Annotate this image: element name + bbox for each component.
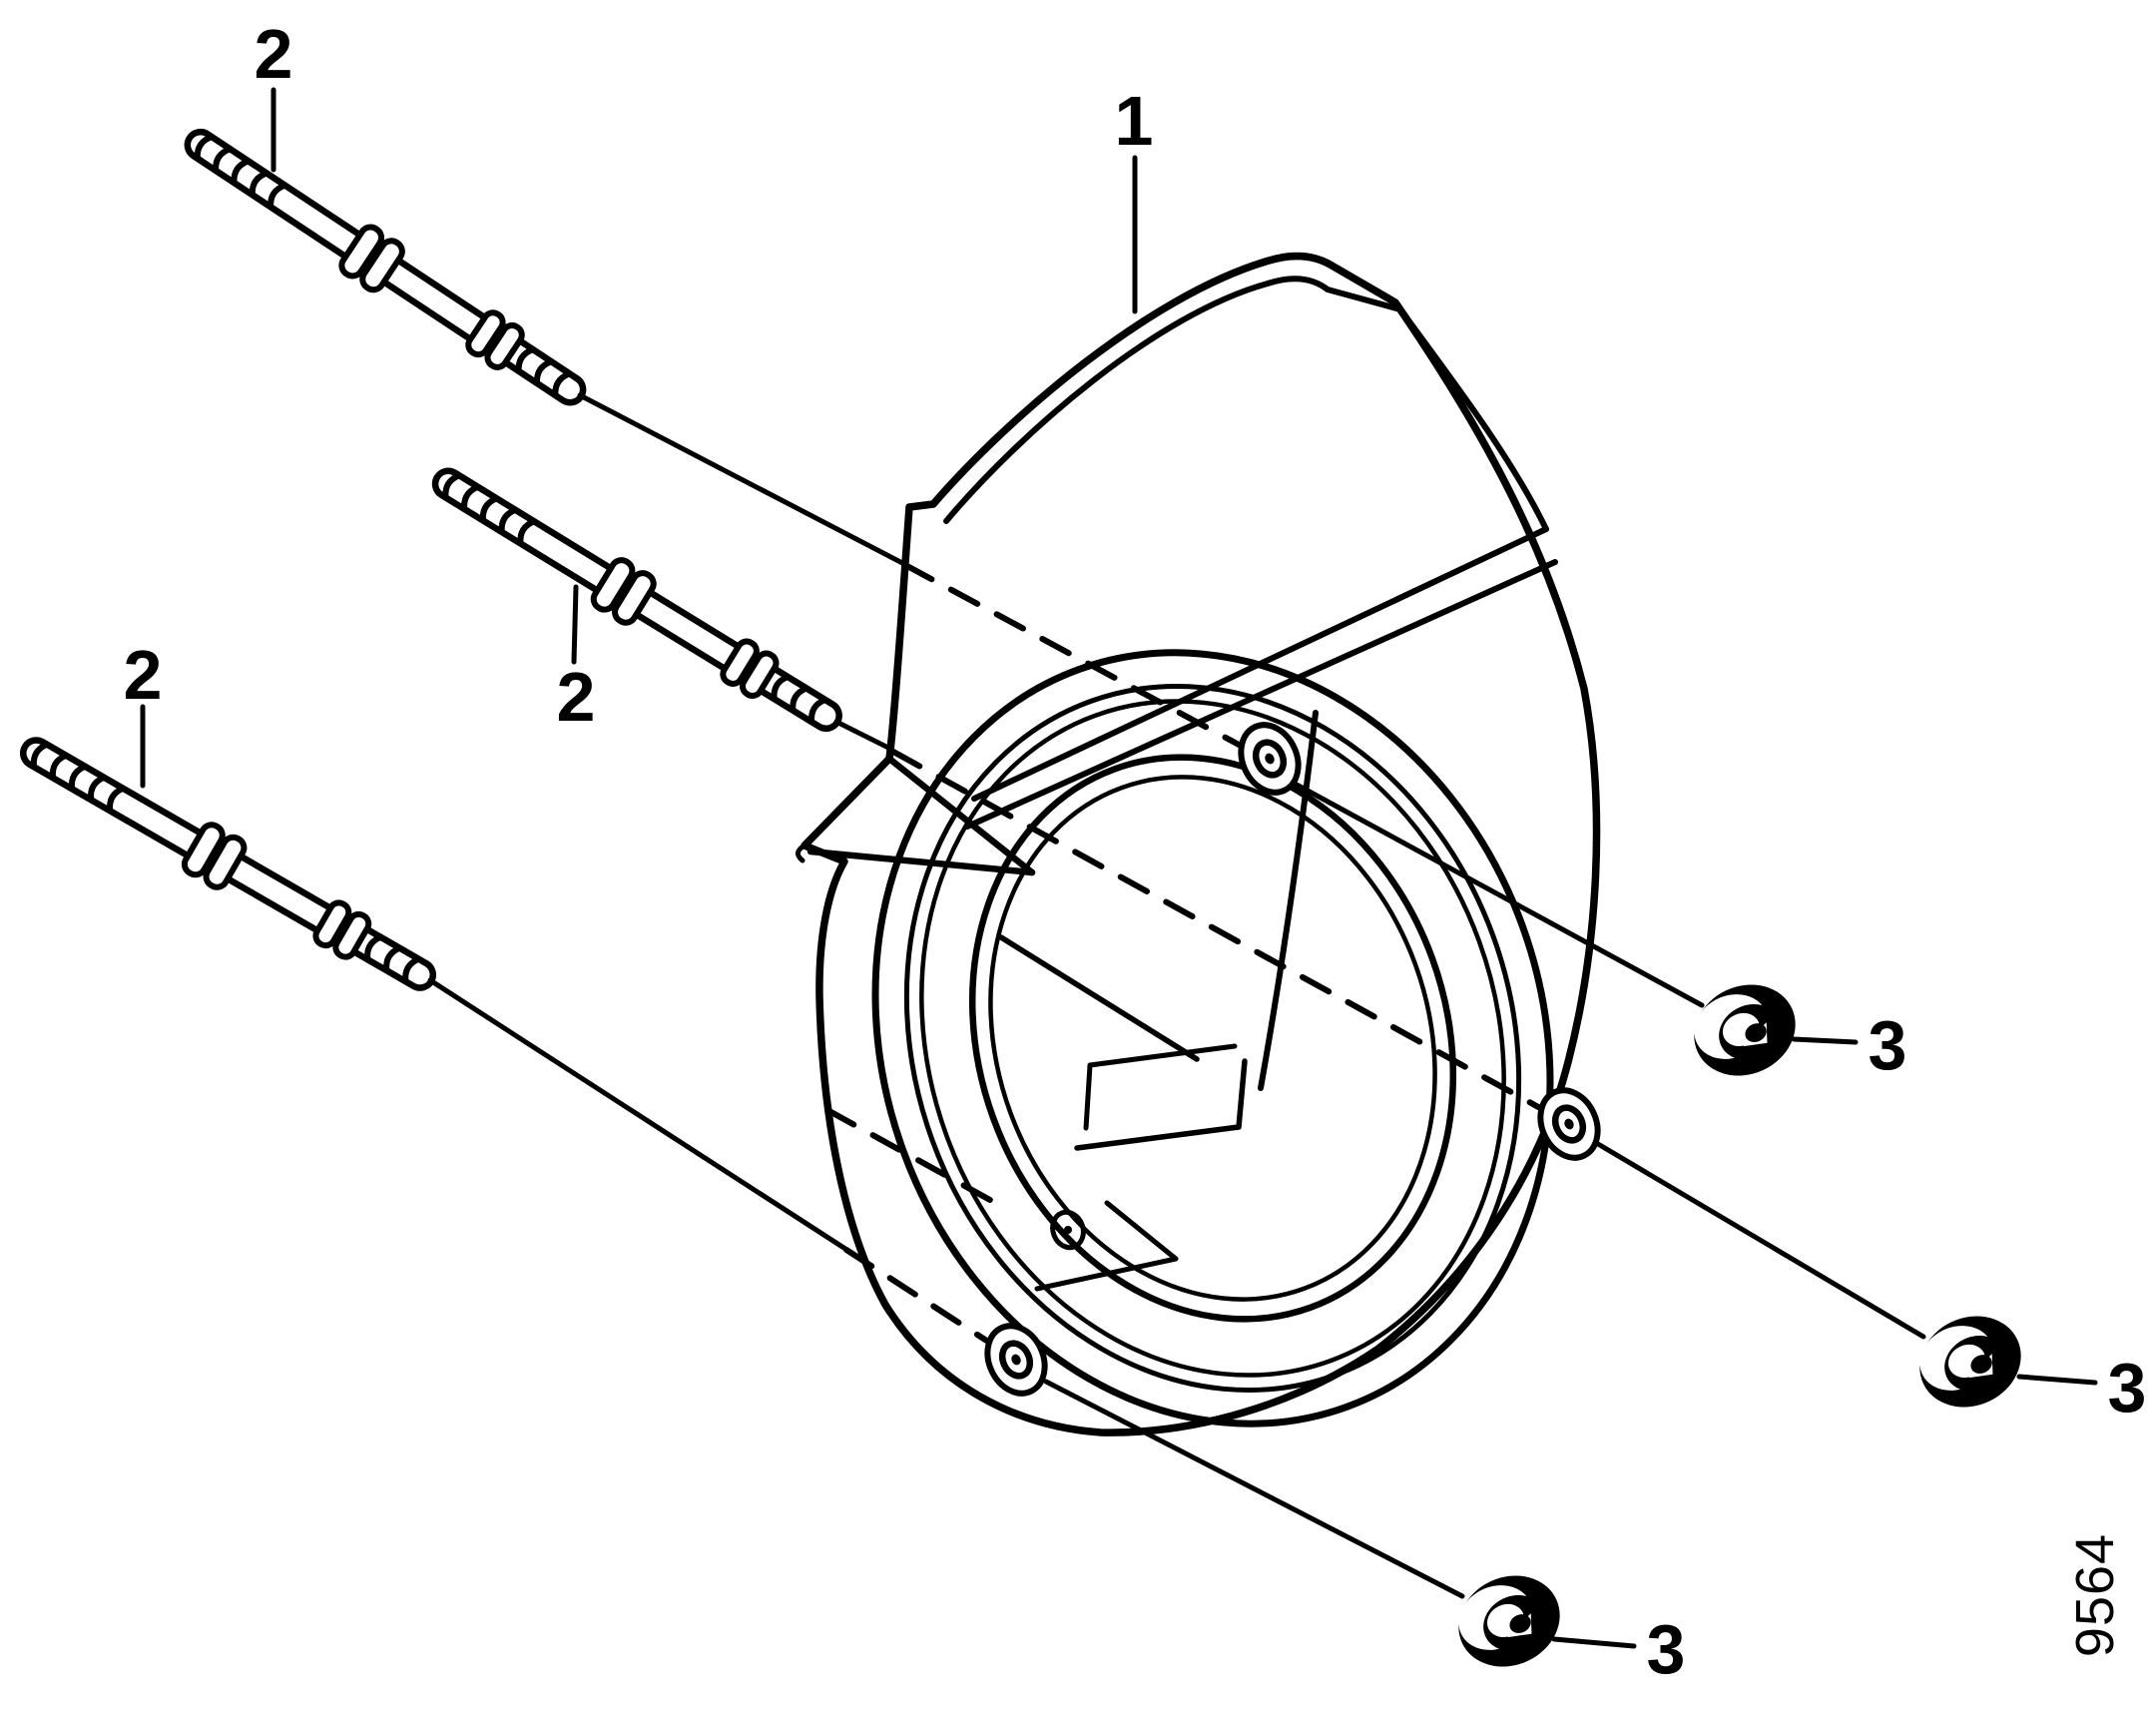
cover-notch-tip-curl <box>796 843 808 863</box>
assembly-leader-lines <box>427 392 1926 1599</box>
cover-right-inner-edge <box>1397 306 1549 532</box>
leader-nut-bottom <box>1043 1379 1465 1599</box>
callout-1-label: 1 <box>1115 82 1154 160</box>
stud-middle <box>423 454 851 746</box>
stud-bottom <box>12 724 445 1005</box>
callout-leader-lines <box>140 87 2098 1649</box>
callout-line-3-middle <box>2016 1374 2098 1386</box>
nut-bottom <box>1443 1559 1575 1683</box>
nut-top <box>1679 968 1811 1092</box>
leader-nut-top <box>1294 782 1705 1008</box>
callout-2-middle-label: 2 <box>557 658 596 736</box>
cover-outline <box>801 252 1601 1436</box>
callout-line-2-middle <box>571 584 579 665</box>
cover-crease-lower <box>964 559 1558 830</box>
nut-middle <box>1904 1300 2036 1424</box>
leader-stud-middle <box>833 719 895 753</box>
callout-3-top-label: 3 <box>1869 1006 1907 1084</box>
hidden-lines <box>824 562 1543 1345</box>
leader-nut-middle <box>1595 1141 1926 1340</box>
leader-stud-top <box>577 392 907 567</box>
cover-notch-upper-edge <box>885 755 1036 876</box>
boss-bottom <box>977 1317 1056 1403</box>
callout-line-3-top <box>1791 1036 1859 1045</box>
callout-3-middle-label: 3 <box>2108 1349 2147 1427</box>
stud-top <box>175 115 596 418</box>
drawing-number: 9564 <box>2065 1533 2125 1657</box>
callout-line-3-bottom <box>1551 1636 1637 1649</box>
cover-top-face-inner-edge <box>943 276 1403 524</box>
leader-stud-bottom <box>427 977 848 1252</box>
fan-cover <box>796 252 1656 1436</box>
callout-2-bottom-label: 2 <box>124 636 163 714</box>
cover-opening-rings <box>871 649 1554 1428</box>
callout-3-bottom-label: 3 <box>1647 1610 1686 1688</box>
callout-2-top-label: 2 <box>255 15 293 93</box>
cover-notch-lower-edge <box>807 848 1036 876</box>
cover-interior-details <box>998 710 1319 1292</box>
